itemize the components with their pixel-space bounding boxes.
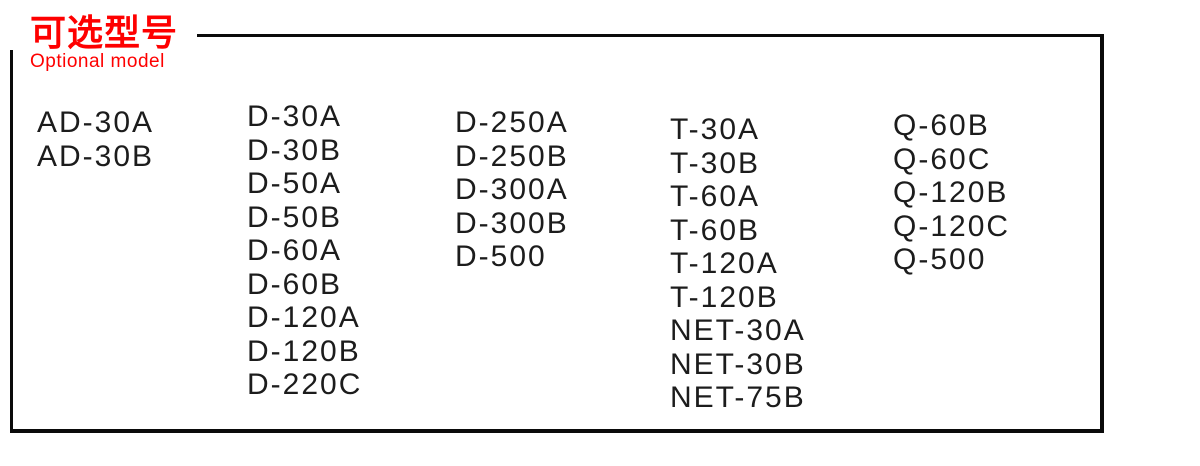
model-column-3: D-250A D-250B D-300A D-300B D-500: [455, 106, 569, 274]
model-item: Q-120B: [893, 176, 1009, 209]
model-item: NET-30B: [670, 347, 806, 381]
section-title: 可选型号: [30, 12, 179, 53]
model-column-4: T-30A T-30B T-60A T-60B T-120A T-120B NE…: [670, 113, 806, 415]
model-item: D-300A: [455, 173, 569, 206]
model-item: D-60A: [247, 234, 343, 267]
model-item: Q-60B: [893, 109, 990, 142]
model-item: D-50A: [247, 167, 343, 200]
frame-bottom-border: [10, 429, 1104, 433]
model-item: AD-30A: [37, 106, 155, 139]
model-item: D-50B: [247, 200, 343, 234]
model-item: D-250B: [455, 139, 569, 173]
section-subtitle: Optional model: [30, 51, 165, 72]
model-item: D-300B: [455, 206, 569, 240]
model-item: NET-30A: [670, 314, 806, 347]
frame-left-border: [10, 50, 13, 433]
model-item: Q-120C: [893, 209, 1011, 243]
frame-top-border: [197, 34, 1104, 37]
model-item: T-120B: [670, 280, 779, 314]
model-item: NET-75B: [670, 381, 806, 414]
model-item: T-30A: [670, 113, 761, 146]
model-column-5: Q-60B Q-60C Q-120B Q-120C Q-500: [893, 109, 1010, 277]
model-item: D-120B: [247, 334, 361, 368]
model-column-2: D-30A D-30B D-50A D-50B D-60A D-60B D-12…: [247, 100, 362, 402]
model-item: T-30B: [670, 146, 761, 180]
model-item: D-60B: [247, 267, 343, 301]
model-item: Q-60C: [893, 142, 992, 176]
model-item: T-60A: [670, 180, 761, 213]
model-column-1: AD-30A AD-30B: [37, 106, 154, 173]
model-item: D-120A: [247, 301, 361, 334]
model-item: T-60B: [670, 213, 761, 247]
model-item: Q-500: [893, 243, 987, 276]
model-item: D-500: [455, 240, 547, 273]
model-item: AD-30B: [37, 139, 155, 173]
model-item: D-250A: [455, 106, 569, 139]
model-item: D-30B: [247, 133, 343, 167]
frame-right-border: [1100, 34, 1104, 433]
model-item: D-220C: [247, 368, 363, 401]
model-item: T-120A: [670, 247, 779, 280]
model-item: D-30A: [247, 100, 343, 133]
